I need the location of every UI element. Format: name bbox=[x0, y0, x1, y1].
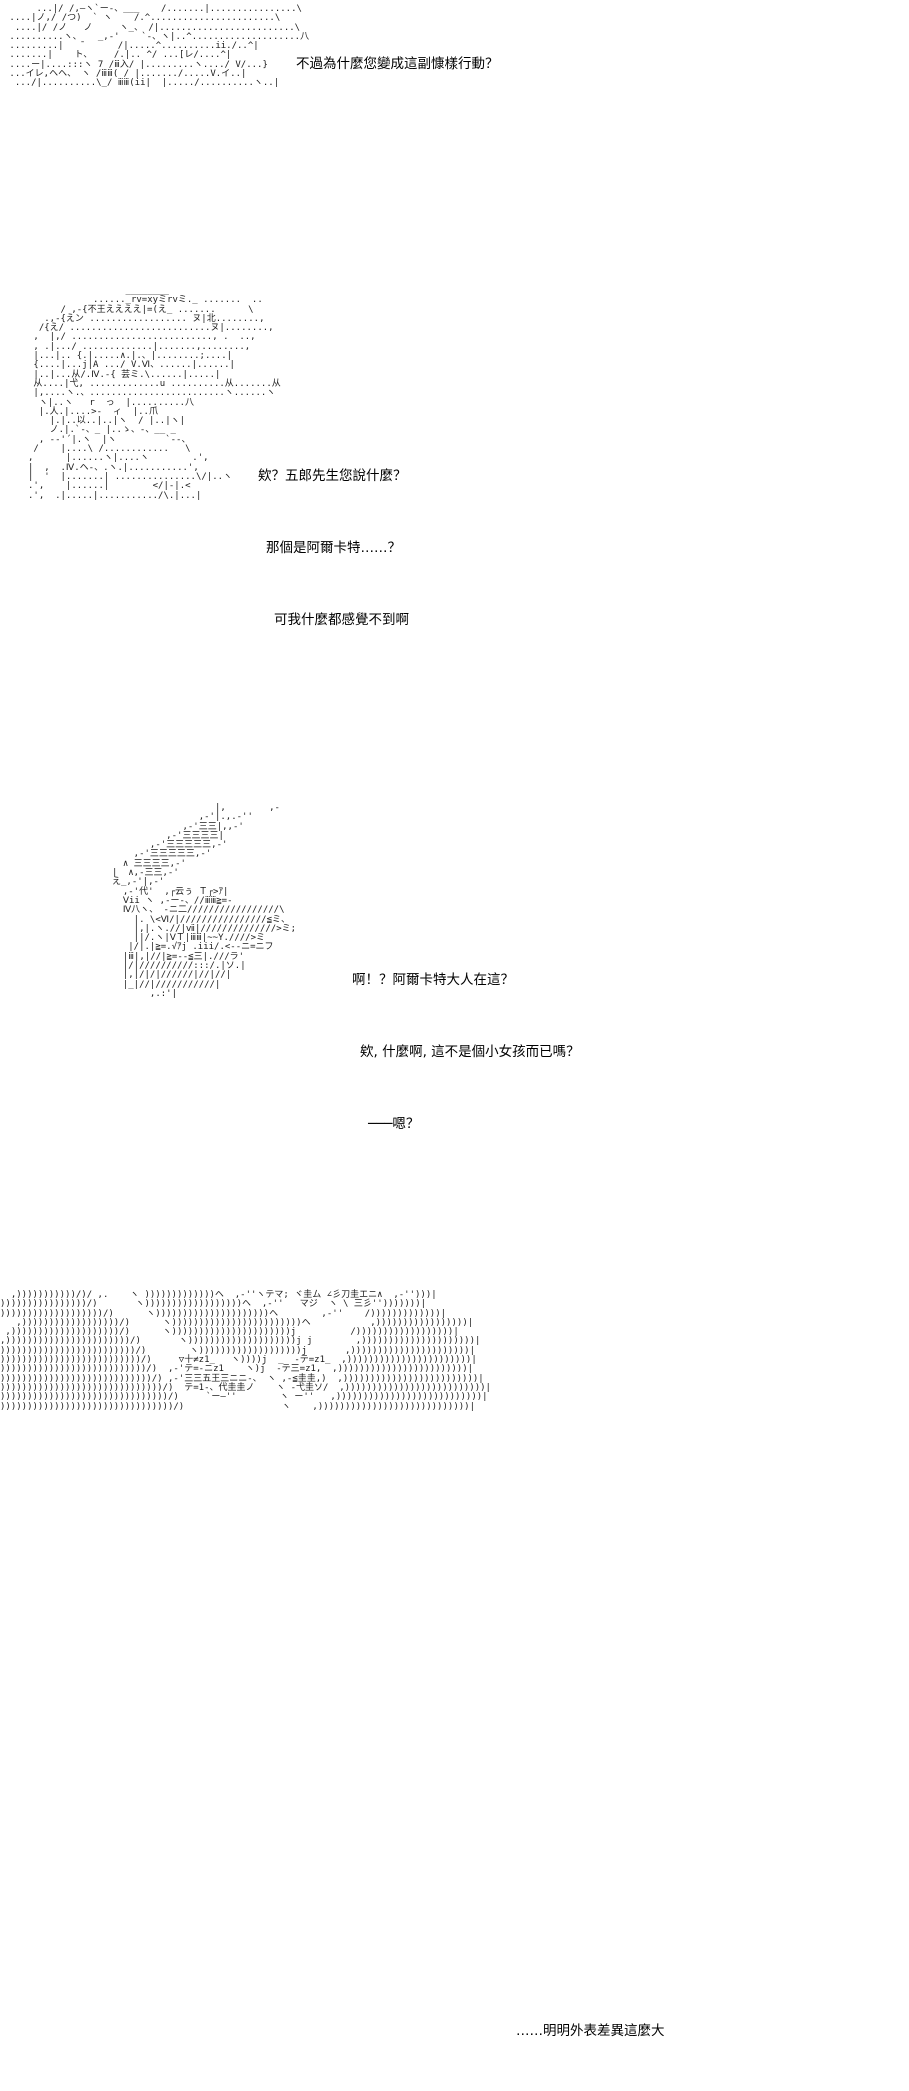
ascii-art-figure-3: |, ,- ,-'|.,.-'' ,-'三三|,,-' ,-'三三三三| ,-'… bbox=[112, 803, 297, 999]
dialogue-line: 那個是阿爾卡特……？ bbox=[266, 540, 401, 556]
ascii-art-figure-2: ________ ......_rv=xyミrvミ._ ....... .. /… bbox=[28, 286, 281, 501]
dialogue-balloon-1: 不過為什麼您變成這副慷樣行動？ bbox=[296, 4, 499, 124]
ascii-art-figure-1: ...|/ /,―ヽ`ー-、___ /.......|.............… bbox=[9, 4, 310, 89]
dialogue-balloon-2: 欸？五郎先生您說什麼？ 那個是阿爾卡特……？ 可我什麼都感覺不到啊 bbox=[258, 416, 409, 680]
dialogue-line: 欸, 什麼啊, 這不是個小女孩而已嗎？ bbox=[360, 1044, 580, 1060]
dialogue-line: 啊！？阿爾卡特大人在這？ bbox=[352, 972, 514, 988]
dialogue-balloon-3: 啊！？阿爾卡特大人在這？ 欸, 什麼啊, 這不是個小女孩而已嗎？ ───嗯？ bbox=[352, 920, 580, 1184]
dialogue-line: ……明明外表差異這麼大 bbox=[516, 2023, 665, 2039]
dialogue-balloon-4: ……明明外表差異這麼大 bbox=[516, 1971, 665, 2091]
ascii-art-story-page: ...|/ /,―ヽ`ー-、___ /.......|.............… bbox=[0, 4, 665, 2039]
ascii-art-figure-4: ,)))))))))))/)/ ,. ヽ )))))))))))))ヘ ,-''… bbox=[0, 1290, 491, 1412]
dialogue-line: 可我什麼都感覺不到啊 bbox=[274, 612, 409, 628]
dialogue-line: 欸？五郎先生您說什麼？ bbox=[258, 468, 407, 484]
dialogue-line: ───嗯？ bbox=[368, 1116, 420, 1132]
dialogue-line: 不過為什麼您變成這副慷樣行動？ bbox=[296, 56, 499, 72]
